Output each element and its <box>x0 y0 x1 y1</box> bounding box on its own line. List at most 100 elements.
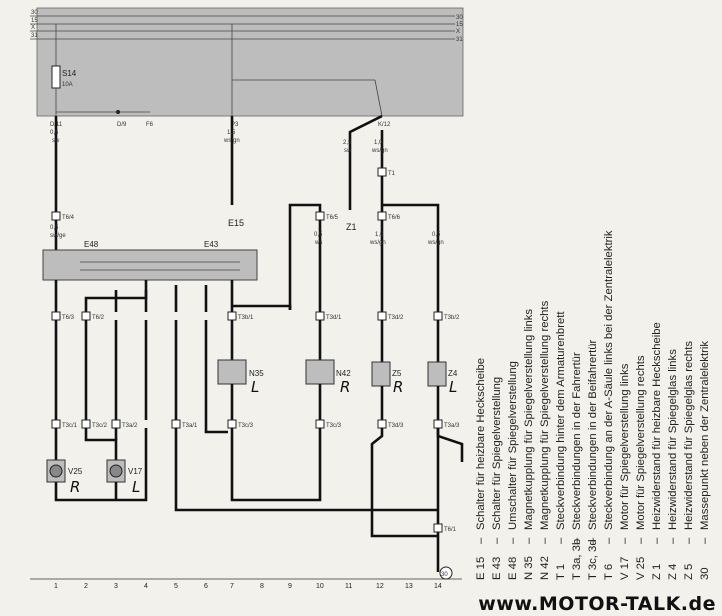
legend-row: N 35–Magnetkupplung für Spiegelverstellu… <box>523 308 535 580</box>
rail-label-right-4: 31 <box>456 37 463 43</box>
legend-code: T 3a, 3b <box>571 538 583 580</box>
legend-code: 30 <box>699 567 711 580</box>
connector-t3c-2: T3c/2 <box>92 423 108 429</box>
wire-label-3-size: 2,5 <box>343 140 352 146</box>
column-number: 13 <box>405 583 413 590</box>
handwritten-v17: L <box>132 478 140 496</box>
component-n35-box <box>217 359 247 385</box>
wire-label-4-color: ws/gn <box>371 148 388 154</box>
legend-row: N 42–Magnetkupplung für Spiegelverstellu… <box>539 300 551 580</box>
column-number: 10 <box>316 583 324 590</box>
legend-text: Magnetkupplung für Spiegelverstellung li… <box>523 308 535 530</box>
legend-row: Z 1–Heizwiderstand für heizbare Hecksche… <box>651 322 663 580</box>
connector-t3d-2: T3d/2 <box>388 315 404 321</box>
column-number: 3 <box>114 583 118 590</box>
component-n35: N35 <box>249 369 264 378</box>
legend-code: E 15 <box>475 556 487 580</box>
wire-label-8-size: 0,5 <box>432 232 441 238</box>
legend-text: Steckverbindung an der A-Säule links bei… <box>603 230 615 530</box>
connector-p3: P3 <box>231 122 239 128</box>
rail-label-right-2: 15 <box>456 22 463 28</box>
connector-t3c-1: T3c/1 <box>62 423 78 429</box>
legend: E 15–Schalter für heizbare Heckscheibe E… <box>475 94 720 580</box>
fuse-id: S14 <box>62 69 77 78</box>
connector-t1: T1 <box>388 171 396 177</box>
handwritten-z5: R <box>393 378 403 396</box>
legend-code: T 6 <box>603 563 615 580</box>
legend-code: Z 4 <box>667 563 679 580</box>
connector-t3d-3: T3d/3 <box>388 423 404 429</box>
column-number: 14 <box>434 583 442 590</box>
legend-text: Magnetkupplung für Spiegelverstellung re… <box>539 300 551 530</box>
legend-code: E 43 <box>491 556 503 580</box>
switch-assembly <box>42 249 258 281</box>
connector-t6-2: T6/2 <box>92 315 105 321</box>
handwritten-z4: L <box>449 378 457 396</box>
wire-label-7-size: 1,0 <box>375 232 384 238</box>
component-z1: Z1 <box>346 222 357 232</box>
column-number: 1 <box>54 583 58 590</box>
connector-t3b-2: T3b/2 <box>444 315 460 321</box>
wire-label-1-color: sw <box>52 138 60 144</box>
column-number: 2 <box>84 583 88 590</box>
legend-row: Z 4–Heizwiderstand für Spiegelglas links <box>667 349 679 580</box>
connector-t6-6: T6/6 <box>388 215 401 221</box>
fuse-s14 <box>51 65 61 89</box>
connector-t3c-3: T3c/3 <box>238 423 254 429</box>
rail-label-left-4: 31 <box>31 33 38 39</box>
connector-f6: F6 <box>146 122 154 128</box>
component-n42-box <box>305 359 335 385</box>
wire-label-1-size: 0,5 <box>50 130 59 136</box>
legend-text: Schalter für heizbare Heckscheibe <box>475 357 487 530</box>
component-e43: E43 <box>204 240 219 249</box>
legend-row: 30–Massepunkt neben der Zentralelektrik <box>699 340 711 580</box>
wire-label-3-color: sw <box>344 148 352 154</box>
fuse-rating: 10A <box>62 82 73 88</box>
connector-t3d-1: T3d/1 <box>326 315 342 321</box>
ground-ref: 30 <box>441 572 448 578</box>
connector-t3a-2: T3a/2 <box>122 423 138 429</box>
legend-code: V 17 <box>619 556 631 580</box>
wire-label-8-color: ws/gn <box>427 240 444 246</box>
component-n42: N42 <box>336 369 351 378</box>
wire-label-7-color: ws/gn <box>369 240 386 246</box>
legend-code: N 42 <box>539 556 551 580</box>
legend-text: Steckverbindungen in der Fahrertür <box>571 352 583 530</box>
legend-code: Z 1 <box>651 563 663 580</box>
legend-code: N 35 <box>523 556 535 580</box>
legend-code: T 3c, 3d <box>587 539 599 580</box>
legend-text: Schalter für Spiegelverstellung <box>491 376 503 530</box>
column-number: 12 <box>376 583 384 590</box>
legend-text: Umschalter für Spiegelverstellung <box>507 361 519 530</box>
legend-text: Heizwiderstand für Spiegelglas links <box>667 349 679 530</box>
rail-label-right-1: 30 <box>456 15 463 21</box>
legend-row: E 43–Schalter für Spiegelverstellung <box>491 376 503 580</box>
legend-row: E 48–Umschalter für Spiegelverstellung <box>507 361 519 580</box>
legend-row: E 15–Schalter für heizbare Heckscheibe <box>475 357 487 580</box>
watermark: www.MOTOR-TALK.de <box>478 593 716 615</box>
component-z4-box <box>427 361 447 387</box>
rail-label-right-3: X <box>456 29 460 35</box>
legend-text: Steckverbindungen in der Beifahrertür <box>587 339 599 530</box>
connector-t3b-1: T3b/1 <box>238 315 254 321</box>
legend-text: Heizwiderstand für heizbare Heckscheibe <box>651 322 663 530</box>
legend-text: Steckverbindung hinter dem Armaturenbret… <box>555 311 567 530</box>
rail-label-left-3: X <box>31 25 35 31</box>
motor-v17 <box>106 459 126 483</box>
legend-code: V 25 <box>635 556 647 580</box>
rail-label-left-1: 30 <box>31 10 38 16</box>
legend-code: Z 5 <box>683 563 695 580</box>
connector-t3a-3: T3a/3 <box>444 423 460 429</box>
connector-t3a-1: T3a/1 <box>182 423 198 429</box>
wire-label-2-color: ws/gn <box>223 138 240 144</box>
connector-row-upper: T6/3 T6/2 T3b/1 T3d/1 T3d/2 T3b/2 <box>51 311 460 321</box>
column-number: 11 <box>345 583 353 590</box>
power-rails: 30 15 X 31 30 15 X 31 <box>30 10 463 43</box>
legend-row: Z 5–Heizwiderstand für Spiegelglas recht… <box>683 340 695 580</box>
component-e15: E15 <box>228 218 244 228</box>
handwritten-n42: R <box>340 378 350 396</box>
legend-row: T 6–Steckverbindung an der A-Säule links… <box>603 230 615 580</box>
wire-label-5-color: sw/ge <box>50 233 66 239</box>
motor-v25 <box>46 459 66 483</box>
